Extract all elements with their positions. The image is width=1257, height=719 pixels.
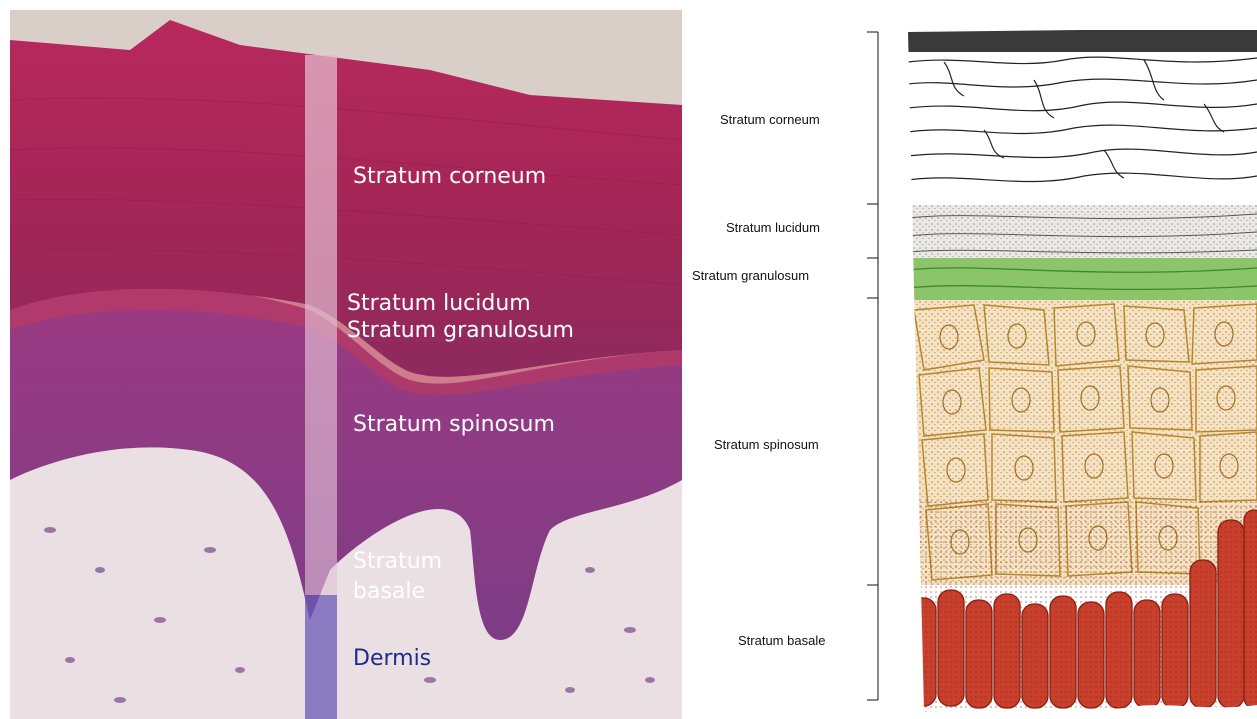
drawing-label-spinosum: Stratum spinosum	[714, 437, 819, 452]
layer-brackets	[867, 32, 878, 700]
layer-indicator-bar	[305, 55, 337, 595]
layer-column	[904, 28, 1257, 719]
drawing-granulosum	[904, 258, 1257, 303]
micro-label-corneum: Stratum corneum	[353, 164, 546, 189]
skin-layer-drawing: Stratum corneum Stratum lucidum Stratum …	[684, 0, 1257, 719]
histology-micrograph: Stratum corneum Stratum lucidum Stratum …	[10, 10, 682, 719]
micro-label-granulosum: Stratum granulosum	[347, 318, 574, 343]
drawing-label-granulosum: Stratum granulosum	[692, 268, 809, 283]
micro-label-lucidum: Stratum lucidum	[347, 291, 531, 316]
micro-label-spinosum: Stratum spinosum	[353, 412, 555, 437]
drawing-label-lucidum: Stratum lucidum	[726, 220, 820, 235]
corneum-surface	[908, 30, 1257, 52]
micro-label-basale-2: basale	[353, 579, 425, 604]
drawing-label-basale: Stratum basale	[738, 633, 825, 648]
drawing-label-corneum: Stratum corneum	[720, 112, 820, 127]
micro-label-basale-1: Stratum	[353, 549, 442, 574]
micro-label-dermis: Dermis	[353, 646, 431, 671]
dermis-indicator-bar	[305, 595, 337, 719]
drawing-corneum	[904, 28, 1257, 208]
